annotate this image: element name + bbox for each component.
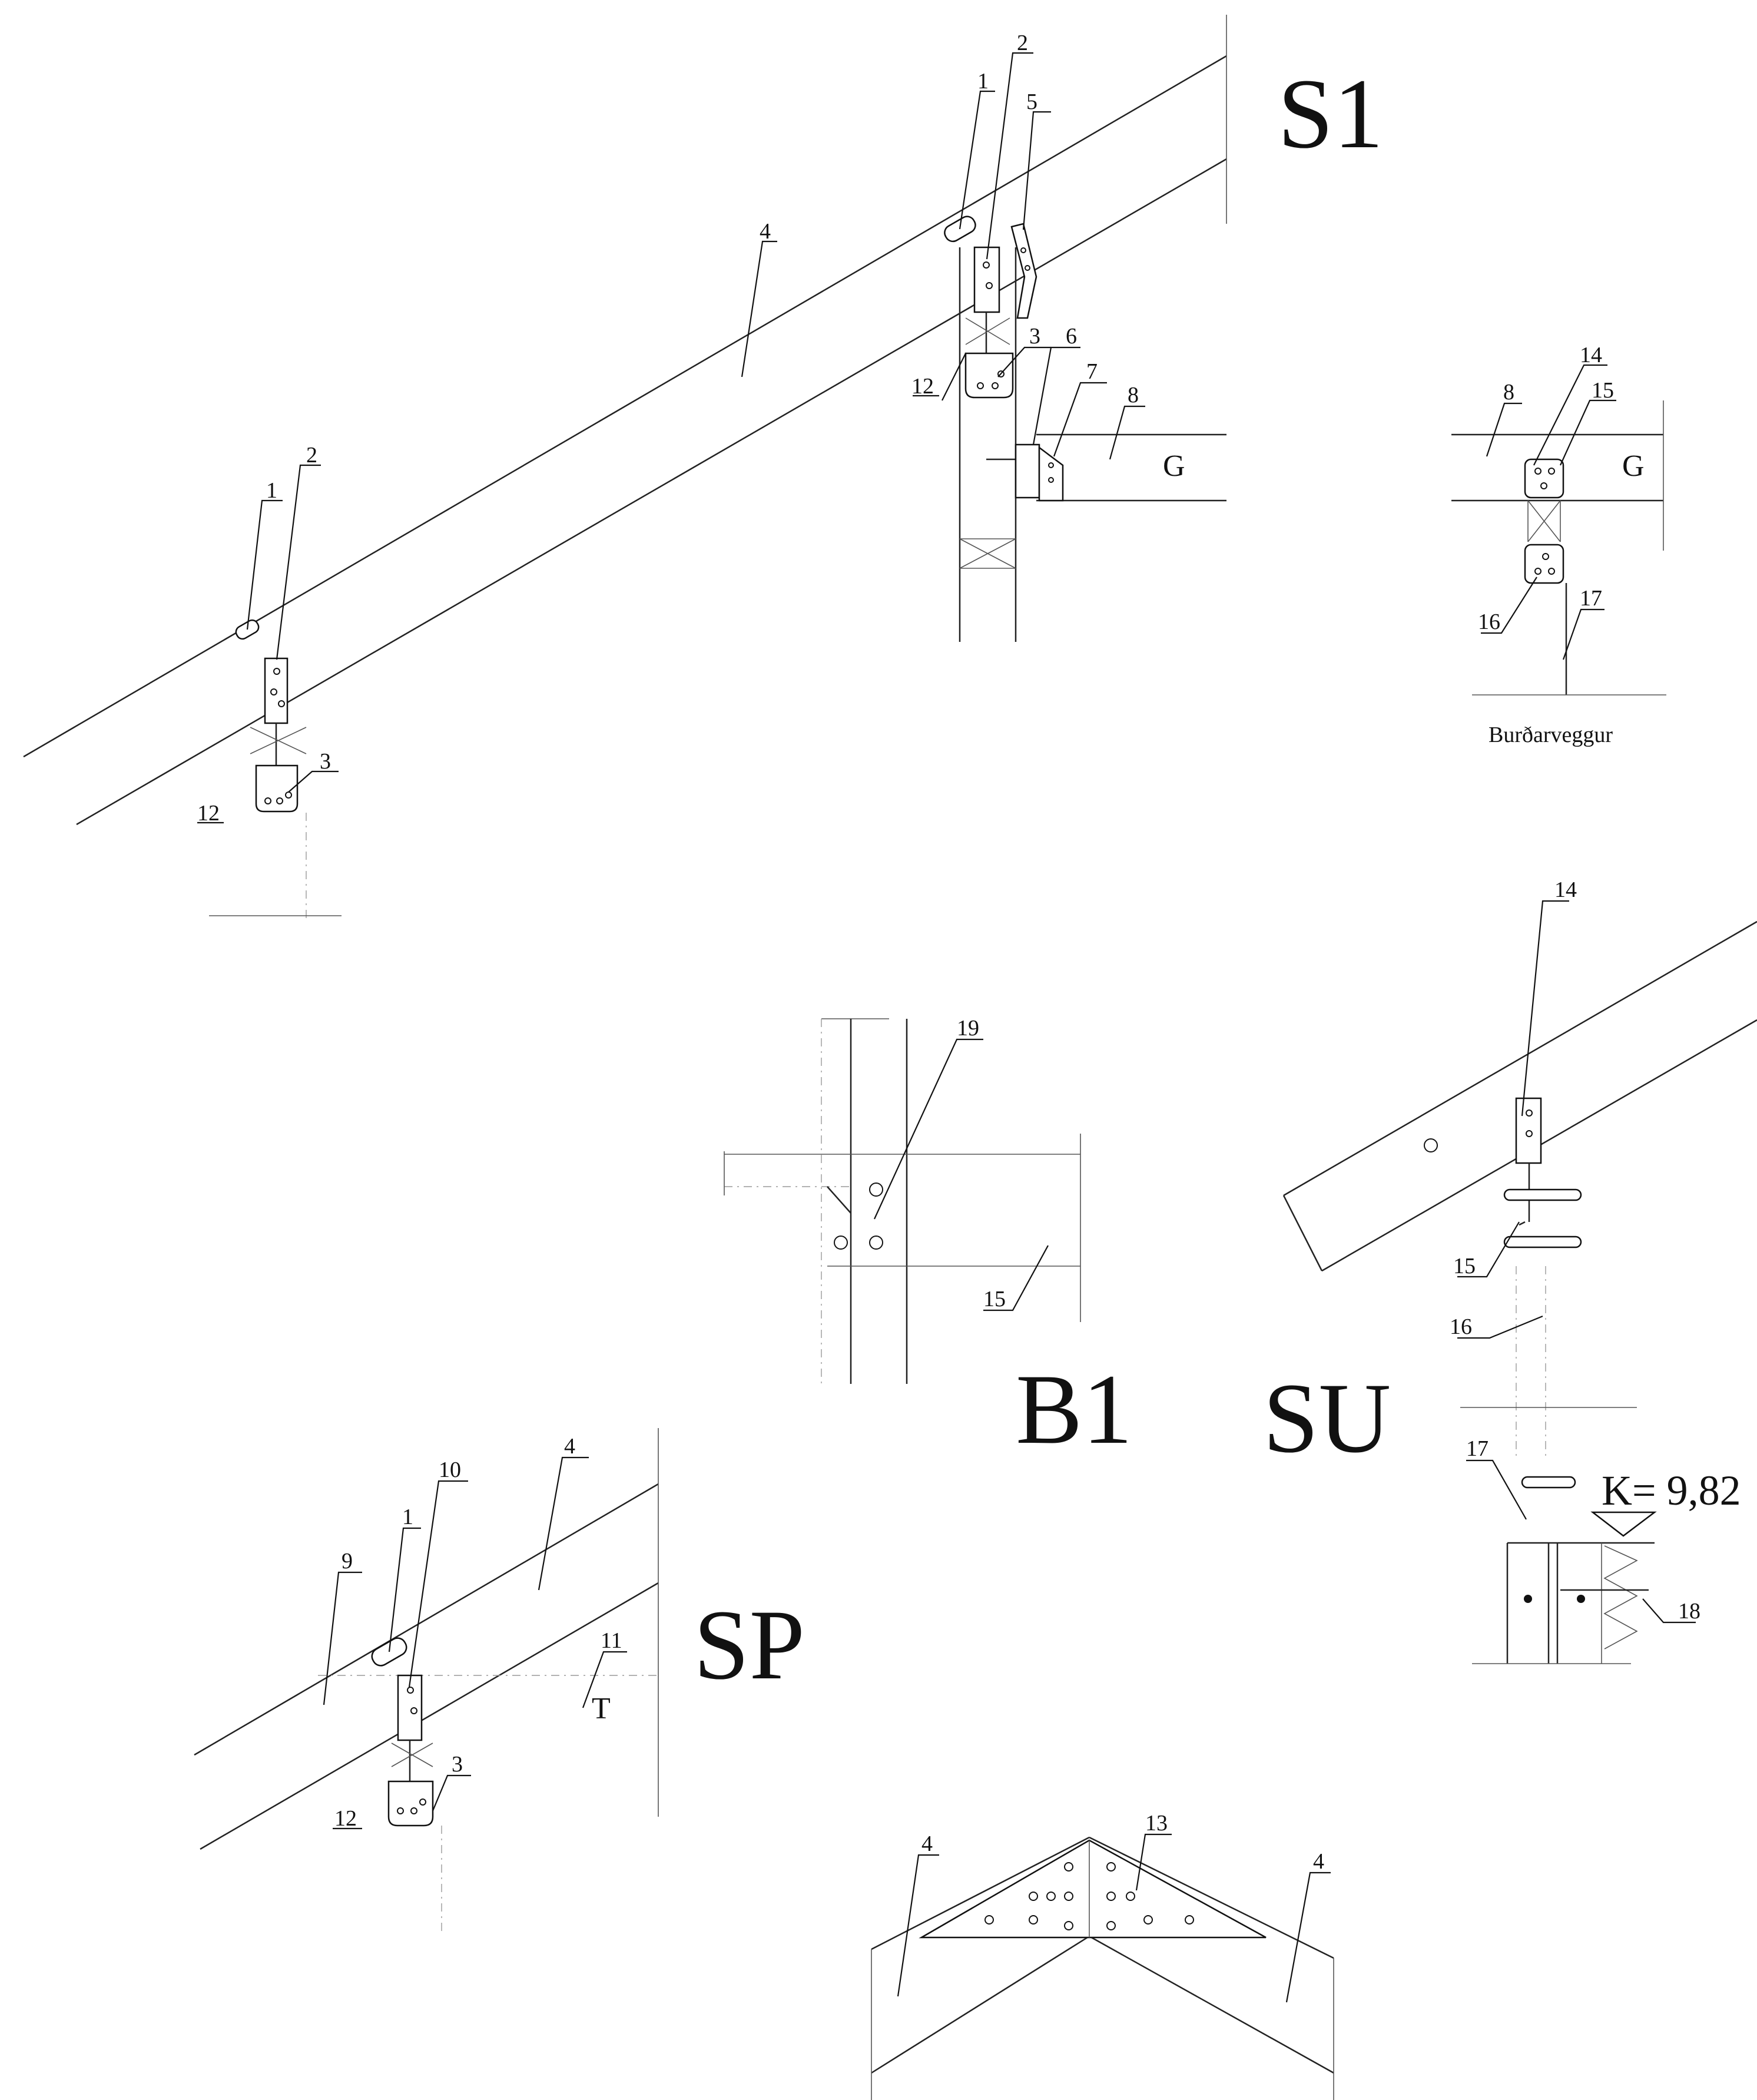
rafter-ridge-left-bottom [871, 1935, 1090, 2074]
callout-3-s1-left: 3 [320, 749, 331, 774]
left-rafter-connector [209, 619, 342, 919]
gusset-plate-13 [919, 1839, 1267, 1939]
callout-12-sp: 12 [334, 1806, 357, 1831]
rafter-ridge-right-top [1089, 1836, 1334, 1959]
detail-b1: B1 19 15 [724, 1016, 1132, 1465]
callout-11-sp: 11 [601, 1628, 622, 1653]
callout-2-s1-right: 2 [1017, 31, 1028, 55]
detail-title-s1: S1 [1278, 58, 1384, 169]
material-label-g: G [1163, 449, 1185, 483]
callout-10-sp: 10 [439, 1458, 461, 1482]
callout-8-wall: 8 [1503, 380, 1514, 405]
callout-16-wall: 16 [1478, 610, 1500, 634]
callout-8-s1: 8 [1128, 383, 1139, 408]
bolt-15-lower [1503, 1236, 1582, 1248]
callout-15-wall: 15 [1592, 378, 1614, 403]
bracket-16 [1524, 544, 1564, 584]
callout-2-s1-left: 2 [306, 443, 317, 468]
bracket-14 [1524, 458, 1564, 499]
hanger-bottom-plate-right [964, 352, 1014, 399]
bolt-17 [1521, 1476, 1576, 1489]
rafter-su-top [1283, 920, 1757, 1197]
bolt-hole-19 [869, 1183, 883, 1197]
callout-18-su: 18 [1678, 1599, 1700, 1624]
detail-sp: SP T 1 10 4 9 11 3 12 [194, 1428, 805, 1932]
hanger-bottom-plate [255, 764, 299, 813]
hanger-bottom-plate-sp [387, 1780, 434, 1827]
callout-15-su: 15 [1453, 1254, 1476, 1278]
callout-14-su: 14 [1554, 877, 1577, 902]
detail-s1: S1 G 1 2 3 12 1 2 5 3 12 4 6 7 8 [23, 15, 1384, 919]
callout-7-s1: 7 [1086, 359, 1098, 384]
callout-19-b1: 19 [957, 1016, 979, 1041]
material-label-g-wall: G [1622, 449, 1645, 483]
callout-17-wall: 17 [1580, 586, 1602, 611]
detail-title-sp: SP [694, 1589, 805, 1700]
callout-3-sp: 3 [452, 1752, 463, 1777]
right-rafter-connector [944, 216, 1226, 642]
callout-17-su: 17 [1466, 1436, 1489, 1461]
level-triangle [1590, 1511, 1657, 1537]
callout-9-sp: 9 [342, 1549, 353, 1574]
callout-3-s1-right: 3 [1029, 324, 1040, 349]
callout-4-sp: 4 [564, 1434, 575, 1459]
callout-14-wall: 14 [1580, 343, 1602, 367]
rafter-sp-bottom [200, 1582, 659, 1850]
callout-6-s1: 6 [1066, 324, 1077, 349]
detail-bearing-wall: G Burðarveggur 8 14 15 16 17 [1451, 343, 1666, 747]
rafter-ridge-right-bottom [1089, 1935, 1334, 2074]
joist-bracket-7 [1015, 443, 1040, 499]
callout-15-b1: 15 [983, 1287, 1006, 1311]
callout-1-s1-left: 1 [266, 478, 277, 503]
callout-4-ridge-right: 4 [1313, 1849, 1324, 1874]
callout-12-s1-left: 12 [197, 801, 220, 826]
material-label-t: T [592, 1692, 611, 1725]
callout-1-sp: 1 [402, 1505, 413, 1529]
k-value-label: K= 9,82 [1602, 1467, 1741, 1514]
callout-5-s1-right: 5 [1026, 90, 1037, 114]
callout-4-ridge-left: 4 [921, 1831, 933, 1856]
detail-title-b1: B1 [1016, 1354, 1132, 1465]
bolt-15-upper [1503, 1188, 1582, 1201]
callout-12-s1-right: 12 [911, 374, 934, 399]
callout-16-su: 16 [1450, 1314, 1472, 1339]
detail-ridge: 4 13 4 [871, 1811, 1334, 2100]
callout-1-s1-right: 1 [977, 69, 989, 94]
rafter-sp-top [194, 1483, 659, 1756]
callout-13-ridge: 13 [1145, 1811, 1168, 1836]
callout-4-s1: 4 [760, 219, 771, 244]
rafter-top-edge [23, 55, 1227, 758]
detail-su: SU K= 9,82 14 15 16 17 18 [1263, 877, 1757, 1664]
detail-title-su: SU [1263, 1363, 1391, 1473]
caption-burdarveggur: Burðarveggur [1489, 723, 1613, 747]
